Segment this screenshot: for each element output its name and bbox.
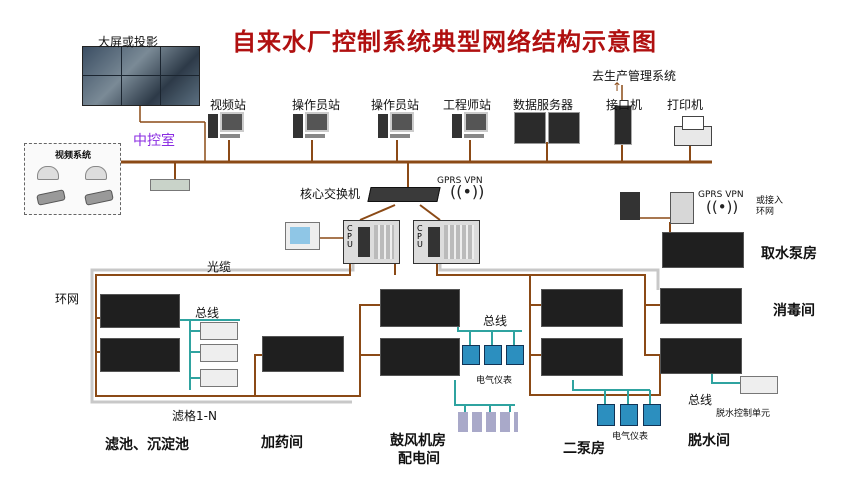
fiber-cable-label: 光缆 — [207, 260, 232, 274]
interface-machine-label: 接口机 — [606, 98, 643, 112]
intake-switch-icon — [670, 192, 694, 224]
operator-station-1-label: 操作员站 — [292, 98, 341, 112]
meter-icon — [620, 404, 638, 426]
big-screen-label: 大屏或投影 — [98, 35, 159, 49]
operator-station-2-computer-icon — [378, 112, 414, 140]
pump2-plc-1 — [541, 289, 623, 327]
gprs-vpn-right-label: GPRS VPN — [698, 190, 744, 200]
video-station-label: 视频站 — [210, 98, 247, 112]
meter-icon — [506, 345, 524, 365]
dosing-plc — [262, 336, 344, 372]
hmi-panel-icon — [285, 222, 320, 250]
core-switch-icon — [367, 187, 441, 202]
ring-blower2 — [359, 305, 380, 356]
meter-icon — [484, 345, 502, 365]
intake-computer-icon — [620, 192, 640, 220]
dome-camera-icon — [85, 166, 107, 180]
filter-io-module-3 — [200, 369, 238, 387]
bus-label-dewater: 总线 — [688, 393, 713, 407]
video-system-box: 视频系统 — [24, 143, 121, 215]
meter-label-pump2: 电气仪表 — [612, 432, 649, 442]
filter-area-label: 滤池、沉淀池 — [105, 437, 189, 453]
blower-plc-2 — [380, 338, 460, 376]
disinfect-plc — [660, 288, 742, 324]
intake-plc — [662, 232, 744, 268]
printer-icon — [670, 116, 712, 146]
cpu-rack-2: C P U — [413, 220, 480, 264]
ring-disinfect — [530, 274, 660, 306]
meter-label-blower: 电气仪表 — [476, 376, 513, 386]
bus-blower — [457, 325, 522, 332]
filter-io-module-1 — [200, 322, 238, 340]
gprs-vpn-center-label: GPRS VPN — [437, 176, 483, 186]
control-room-label: 中控室 — [133, 133, 175, 149]
meter-icon — [643, 404, 661, 426]
bus-label-blower: 总线 — [483, 314, 508, 328]
bus-label-filter: 总线 — [195, 306, 220, 320]
fiber-ring-right — [438, 262, 660, 290]
engineer-station-computer-icon — [452, 112, 488, 140]
engineer-station-label: 工程师站 — [443, 98, 492, 112]
blower-plc-1 — [380, 289, 460, 327]
field-devices-icon — [458, 412, 518, 432]
video-station-computer-icon — [208, 112, 244, 140]
core-switch-label: 核心交换机 — [300, 187, 361, 201]
ring-network-label: 环网 — [55, 292, 80, 306]
data-server-icon — [514, 112, 580, 144]
bullet-camera-icon — [84, 189, 114, 206]
cpu-label: C P U — [347, 224, 353, 249]
meter-icon — [597, 404, 615, 426]
blower-area-label-2: 配电间 — [398, 451, 440, 467]
dewater-area-label: 脱水间 — [688, 433, 730, 449]
bus-dewater — [711, 372, 740, 384]
pump2-area-label: 二泵房 — [563, 441, 605, 457]
bullet-camera-icon — [36, 189, 66, 206]
core-to-cpu1 — [359, 204, 396, 221]
filter-plc-2 — [100, 338, 180, 372]
disinfect-area-label: 消毒间 — [773, 303, 815, 319]
diagram-title: 自来水厂控制系统典型网络结构示意图 — [232, 27, 657, 56]
printer-label: 打印机 — [667, 98, 704, 112]
video-system-label: 视频系统 — [55, 151, 92, 161]
fiber-ring-left — [90, 262, 355, 404]
filter-io-module-2 — [200, 344, 238, 362]
blower-area-label-1: 鼓风机房 — [390, 433, 446, 449]
interface-machine-icon — [614, 105, 632, 145]
wireless-signal-icon: ((•)) — [450, 182, 485, 201]
operator-station-1-computer-icon — [293, 112, 329, 140]
up-arrow-icon: ↑ — [612, 80, 623, 94]
filter-n-label: 滤格1-N — [172, 409, 217, 423]
bus-pump — [572, 380, 650, 391]
cpu-label: C P U — [417, 224, 423, 249]
bus-blower-low — [454, 380, 515, 406]
dome-camera-icon — [37, 166, 59, 180]
to-production-label: 去生产管理系统 — [592, 69, 677, 83]
intake-pump-label: 取水泵房 — [761, 246, 817, 262]
dewater-control-unit-icon — [740, 376, 778, 394]
dewater-unit-label: 脱水控制单元 — [716, 409, 771, 419]
meter-icon — [462, 345, 480, 365]
ring-dosing — [254, 354, 262, 396]
operator-station-2-label: 操作员站 — [371, 98, 420, 112]
big-screen-image — [82, 46, 200, 106]
cpu-rack-1: C P U — [343, 220, 400, 264]
dewater-plc — [660, 338, 742, 374]
ring-right — [436, 262, 661, 396]
video-switch-icon — [150, 179, 190, 191]
or-ring-label: 或接入 环网 — [756, 196, 784, 217]
filter-plc-1 — [100, 294, 180, 328]
ring-left — [95, 262, 380, 397]
data-server-label: 数据服务器 — [513, 98, 574, 112]
pump2-plc-2 — [541, 338, 623, 376]
core-to-cpu2 — [419, 204, 441, 221]
dosing-area-label: 加药间 — [261, 435, 303, 451]
ring-dewater — [644, 305, 660, 356]
wireless-signal-icon: ((•)) — [706, 198, 739, 216]
